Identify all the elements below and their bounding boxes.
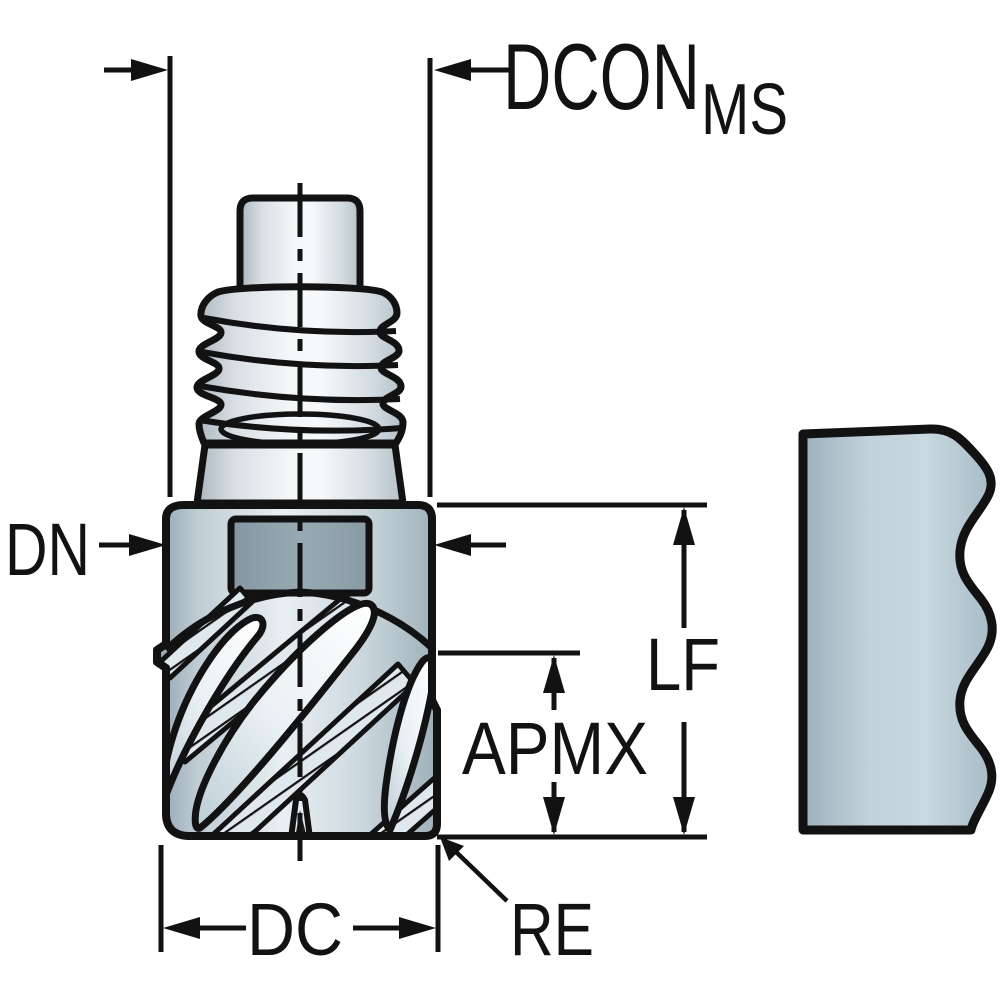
end-mill-body xyxy=(153,183,441,861)
dn-arrowhead-right xyxy=(434,534,471,556)
re-leader-line xyxy=(451,847,509,903)
dim-dn: DN xyxy=(5,508,506,591)
dc-arrowhead-left xyxy=(163,917,200,939)
dc-arrowhead-right xyxy=(399,917,436,939)
apmx-arrowhead-up xyxy=(543,655,565,693)
thread-helix-line-1 xyxy=(203,315,397,336)
dim-re: RE xyxy=(440,837,594,971)
dconms-arrowhead-right xyxy=(434,59,471,81)
dn-arrowhead-left xyxy=(129,534,166,556)
dimension-label-apmx: APMX xyxy=(462,707,648,790)
dimension-label-re: RE xyxy=(510,888,594,971)
cutter-head xyxy=(153,501,441,840)
shank-blank xyxy=(798,424,997,835)
cutter-head-details xyxy=(157,515,437,836)
dim-lf: LF xyxy=(437,502,720,840)
lf-arrowhead-down xyxy=(673,797,695,835)
flute-curve-left xyxy=(163,588,301,653)
dimension-label-dn: DN xyxy=(5,508,90,591)
dimension-label-dcon-subscript: MS xyxy=(701,70,788,150)
lf-arrowhead-up xyxy=(673,507,695,545)
apmx-arrowhead-down xyxy=(543,797,565,835)
dim-apmx: APMX xyxy=(438,650,648,835)
hatch-band xyxy=(359,763,437,836)
re-arrowhead xyxy=(440,837,464,861)
dim-dc: DC xyxy=(158,845,441,971)
dimension-label-lf: LF xyxy=(646,623,720,706)
dim-dconms: DCON MS xyxy=(104,24,788,497)
flute-land-right xyxy=(380,654,437,834)
shank-top-cylinder xyxy=(236,194,364,296)
dimension-label-dcon: DCON xyxy=(503,24,700,129)
dconms-arrowhead-left xyxy=(131,59,168,81)
dimension-label-dc: DC xyxy=(247,888,343,971)
cutter-head-outline xyxy=(153,501,441,840)
flute-land-center xyxy=(191,599,378,832)
